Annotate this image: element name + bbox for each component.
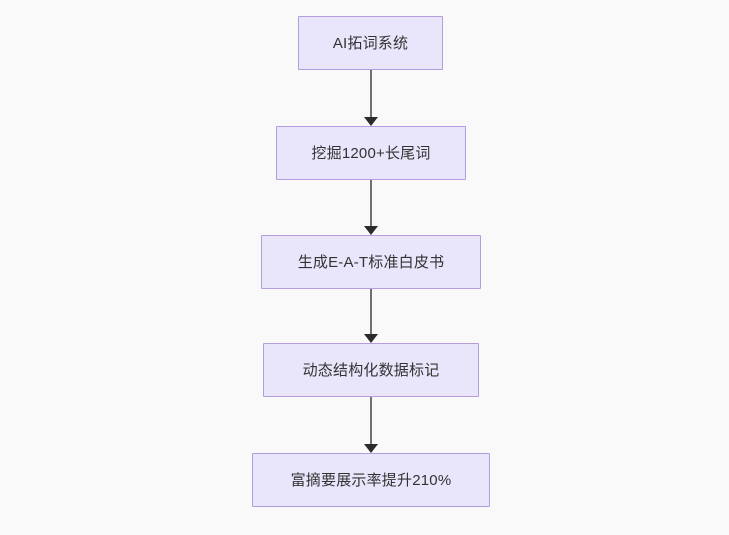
flow-node-mine-longtail-keywords[interactable]: 挖掘1200+长尾词 bbox=[276, 126, 466, 180]
flow-node-label: AI拓词系统 bbox=[332, 34, 409, 52]
flow-edge-2-arrowhead bbox=[364, 226, 378, 235]
flow-node-label: 富摘要展示率提升210% bbox=[290, 471, 452, 489]
flow-node-label: 挖掘1200+长尾词 bbox=[311, 144, 431, 162]
flow-node-rich-snippet-impression-uplift[interactable]: 富摘要展示率提升210% bbox=[252, 453, 490, 507]
flow-node-label: 动态结构化数据标记 bbox=[302, 361, 440, 379]
flow-edge-1-line bbox=[370, 70, 372, 117]
flow-edge-1-arrowhead bbox=[364, 117, 378, 126]
flow-node-generate-eat-whitepaper[interactable]: 生成E-A-T标准白皮书 bbox=[261, 235, 481, 289]
flow-node-ai-keyword-system[interactable]: AI拓词系统 bbox=[298, 16, 443, 70]
flow-edge-3-line bbox=[370, 289, 372, 334]
flow-edge-2-line bbox=[370, 180, 372, 226]
flow-node-label: 生成E-A-T标准白皮书 bbox=[297, 253, 445, 271]
flow-edge-3-arrowhead bbox=[364, 334, 378, 343]
flow-node-dynamic-structured-data-markup[interactable]: 动态结构化数据标记 bbox=[263, 343, 479, 397]
flow-edge-4-line bbox=[370, 397, 372, 444]
flow-edge-4-arrowhead bbox=[364, 444, 378, 453]
